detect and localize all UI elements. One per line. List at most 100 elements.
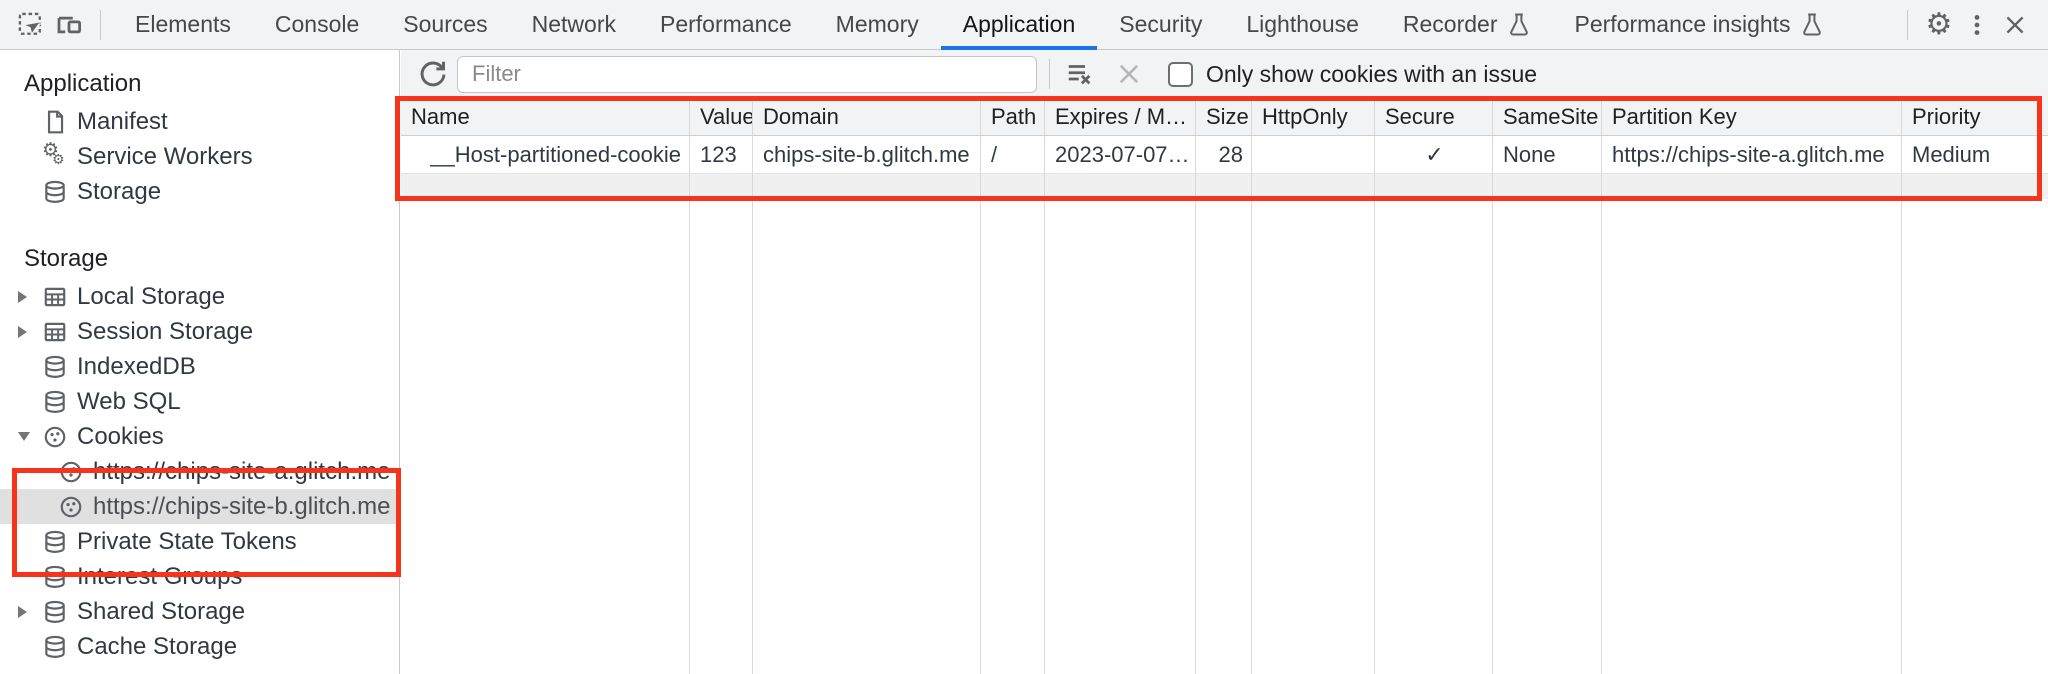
application-sidebar: Application Manifest ⚙ ⚙ Service Workers: [0, 50, 400, 674]
tab-label: Performance insights: [1574, 11, 1791, 37]
refresh-icon: [417, 58, 449, 90]
chevron-right-icon[interactable]: [18, 290, 27, 303]
only-issues-label: Only show cookies with an issue: [1206, 60, 1538, 87]
cookie-samesite-cell[interactable]: None: [1493, 136, 1602, 173]
tab-performance[interactable]: Performance: [638, 0, 814, 50]
cookie-httponly-cell[interactable]: [1252, 136, 1375, 173]
column-header-domain[interactable]: Domain: [753, 98, 981, 135]
cookies-pane: Only show cookies with an issue Name Val…: [401, 50, 2048, 674]
inspect-cursor-icon: [17, 11, 45, 39]
column-header-partition-key[interactable]: Partition Key: [1602, 98, 1902, 135]
chevron-right-icon[interactable]: [18, 325, 27, 338]
clear-filter-button[interactable]: [1062, 56, 1098, 92]
column-header-name[interactable]: Name: [401, 98, 690, 135]
sidebar-item-label: https://chips-site-a.glitch.me: [93, 457, 391, 485]
sidebar-item-label: IndexedDB: [77, 352, 196, 380]
delete-selected-button[interactable]: [1114, 59, 1144, 89]
sidebar-item-interest-groups[interactable]: Interest Groups: [0, 559, 399, 594]
column-header-value[interactable]: Value: [690, 98, 753, 135]
sidebar-item-service-workers[interactable]: ⚙ ⚙ Service Workers: [0, 139, 399, 174]
section-title: Storage: [24, 245, 109, 272]
sidebar-item-web-sql[interactable]: Web SQL: [0, 384, 399, 419]
tab-label: Performance: [660, 11, 792, 37]
device-toolbar-button[interactable]: [50, 4, 88, 46]
tab-performance-insights[interactable]: Performance insights: [1553, 0, 1846, 50]
database-icon: [42, 564, 68, 590]
cookie-path-cell[interactable]: /: [981, 136, 1045, 173]
clear-filter-icon: [1065, 59, 1095, 89]
tab-label: Memory: [835, 11, 919, 37]
cookie-table-row[interactable]: __Host-partitioned-cookie 123 chips-site…: [401, 136, 2048, 174]
sidebar-item-cookies-chips-site-b[interactable]: https://chips-site-b.glitch.me: [0, 489, 399, 524]
cookie-icon: [58, 494, 84, 520]
toolbar-separator: [1049, 59, 1050, 89]
tabbar-separator: [100, 9, 101, 40]
sidebar-item-label: https://chips-site-b.glitch.me: [93, 492, 391, 520]
tab-application[interactable]: Application: [941, 0, 1098, 50]
more-options-button[interactable]: [1958, 4, 1996, 46]
chevron-right-icon[interactable]: [18, 605, 27, 618]
close-devtools-button[interactable]: [1996, 4, 2034, 46]
database-icon: [42, 389, 68, 415]
database-icon: [42, 354, 68, 380]
inspect-element-button[interactable]: [12, 4, 50, 46]
tab-console[interactable]: Console: [253, 0, 381, 50]
cookie-secure-cell[interactable]: ✓: [1375, 136, 1493, 173]
sidebar-item-indexeddb[interactable]: IndexedDB: [0, 349, 399, 384]
tab-label: Security: [1119, 11, 1203, 37]
sidebar-item-cache-storage[interactable]: Cache Storage: [0, 629, 399, 664]
tab-lighthouse[interactable]: Lighthouse: [1224, 0, 1381, 50]
sidebar-section-storage: Storage: [0, 239, 399, 279]
sidebar-item-label: Cache Storage: [77, 632, 238, 660]
column-header-path[interactable]: Path: [981, 98, 1045, 135]
cookie-partition-key-cell[interactable]: https://chips-site-a.glitch.me: [1602, 136, 1902, 173]
database-icon: [42, 179, 68, 205]
cookie-priority-cell[interactable]: Medium: [1912, 141, 1991, 167]
cookie-size-cell[interactable]: 28: [1196, 136, 1252, 173]
column-header-secure[interactable]: Secure: [1375, 98, 1493, 135]
tabbar-right-controls: ⚙: [1895, 4, 2034, 46]
tab-network[interactable]: Network: [510, 0, 638, 50]
section-title: Application: [24, 70, 142, 97]
sidebar-item-cookies-chips-site-a[interactable]: https://chips-site-a.glitch.me: [0, 454, 399, 489]
tab-label: Lighthouse: [1246, 11, 1359, 37]
table-icon: [42, 319, 68, 345]
sidebar-item-local-storage[interactable]: Local Storage: [0, 279, 399, 314]
tab-memory[interactable]: Memory: [814, 0, 941, 50]
filter-input[interactable]: [457, 55, 1037, 93]
tab-sources[interactable]: Sources: [381, 0, 509, 50]
sidebar-item-manifest[interactable]: Manifest: [0, 104, 399, 139]
refresh-button[interactable]: [415, 56, 451, 92]
tabbar-separator: [1907, 9, 1908, 40]
cookie-domain-cell[interactable]: chips-site-b.glitch.me: [753, 136, 981, 173]
cookie-name-cell[interactable]: __Host-partitioned-cookie: [401, 136, 690, 173]
sidebar-item-storage[interactable]: Storage: [0, 174, 399, 209]
sidebar-item-cookies[interactable]: Cookies: [0, 419, 399, 454]
close-icon: [2002, 12, 2028, 38]
column-header-size[interactable]: Size: [1196, 98, 1252, 135]
chevron-down-icon[interactable]: [18, 432, 30, 441]
sidebar-item-shared-storage[interactable]: Shared Storage: [0, 594, 399, 629]
cookie-table-empty-row: [401, 174, 2048, 199]
tab-elements[interactable]: Elements: [113, 0, 253, 50]
column-header-samesite[interactable]: SameSite: [1493, 98, 1602, 135]
experiment-flask-icon: [1800, 12, 1824, 38]
sidebar-item-session-storage[interactable]: Session Storage: [0, 314, 399, 349]
database-icon: [42, 529, 68, 555]
settings-button[interactable]: ⚙: [1920, 4, 1958, 46]
sidebar-item-private-state-tokens[interactable]: Private State Tokens: [0, 524, 399, 559]
tab-security[interactable]: Security: [1097, 0, 1224, 50]
column-header-expires[interactable]: Expires / M…: [1045, 98, 1196, 135]
sidebar-item-label: Service Workers: [77, 142, 253, 170]
sidebar-section-application: Application: [0, 64, 399, 104]
tab-label: Application: [962, 11, 1076, 37]
column-header-httponly[interactable]: HttpOnly: [1252, 98, 1375, 135]
sidebar-item-label: Interest Groups: [77, 562, 243, 590]
tab-label: Network: [531, 11, 616, 37]
only-issues-checkbox[interactable]: [1168, 61, 1193, 87]
tab-recorder[interactable]: Recorder: [1381, 0, 1553, 50]
column-header-priority[interactable]: Priority: [1912, 103, 1981, 129]
cookie-expires-cell[interactable]: 2023-07-07…: [1045, 136, 1196, 173]
cookie-value-cell[interactable]: 123: [690, 136, 753, 173]
tab-label: Console: [274, 11, 360, 37]
